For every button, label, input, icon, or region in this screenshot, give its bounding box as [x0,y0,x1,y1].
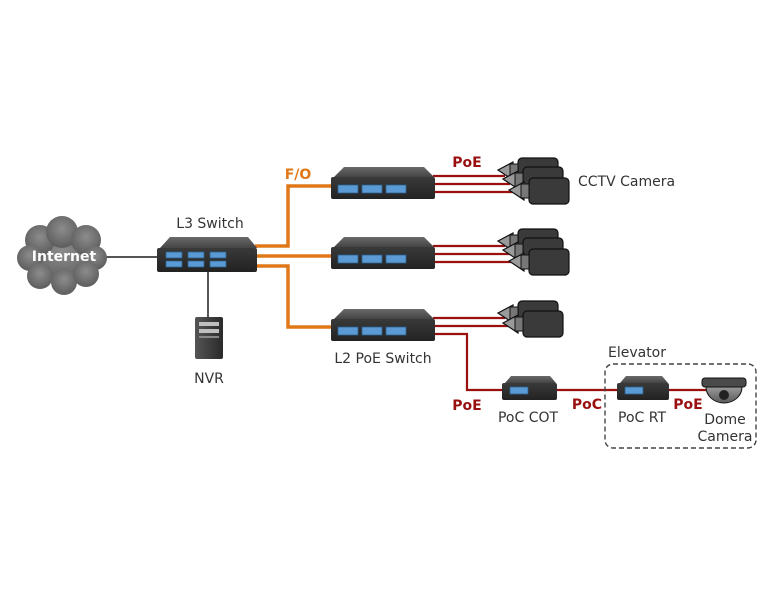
network-switch-icon [331,309,435,341]
l2-poe-switch-bottom: L2 PoE Switch [331,309,435,367]
poc-rt-label: PoC RT [618,410,666,426]
l2-poe-switch-top [331,167,435,199]
internet-label: Internet [32,249,97,265]
links [104,174,710,392]
l3-switch: L3 Switch [157,216,257,272]
poe-links-top [433,174,516,194]
poe-links-bottom [433,316,510,392]
poc-link-label: PoC [572,397,602,413]
network-switch-icon [502,376,557,400]
dome-camera-label-line1: Dome [704,412,746,428]
elevator-label: Elevator [608,345,666,361]
cloud-icon [17,216,107,295]
poc-rt: PoC RT [617,376,669,426]
l2-poe-switch-middle [331,237,435,269]
poe-left-label: PoE [452,398,481,414]
camera-group-middle [496,228,570,276]
l2-poe-switch-label: L2 PoE Switch [334,351,431,367]
dome-camera-label-line2: Camera [698,429,753,445]
fiber-link-bottom [255,264,333,329]
cctv-camera-label: CCTV Camera [578,174,675,190]
network-switch-icon [617,376,669,400]
elevator-enclosure: Elevator [604,345,757,449]
poc-cot: PoC COT [498,376,559,426]
network-switch-icon [331,237,435,269]
poc-cot-label: PoC COT [498,410,559,426]
network-switch-icon [157,237,257,272]
poe-links-middle [433,244,516,264]
server-tower-icon [195,317,223,359]
camera-group-bottom [496,300,564,338]
dome-camera-icon [701,377,747,404]
camera-group-top: CCTV Camera [496,157,675,205]
nvr-label: NVR [194,371,224,387]
poe-top-label: PoE [452,155,481,171]
fiber-link-top [255,184,333,248]
nvr: NVR [194,317,224,387]
bullet-camera-icon [501,310,564,338]
dome-camera: Dome Camera [698,377,753,445]
network-switch-icon [331,167,435,199]
bullet-camera-icon [507,248,570,276]
l3-switch-label: L3 Switch [176,216,243,232]
internet-cloud: Internet [17,216,107,295]
fiber-label: F/O [285,167,312,183]
poe-right-label: PoE [673,397,702,413]
bullet-camera-icon [507,177,570,205]
